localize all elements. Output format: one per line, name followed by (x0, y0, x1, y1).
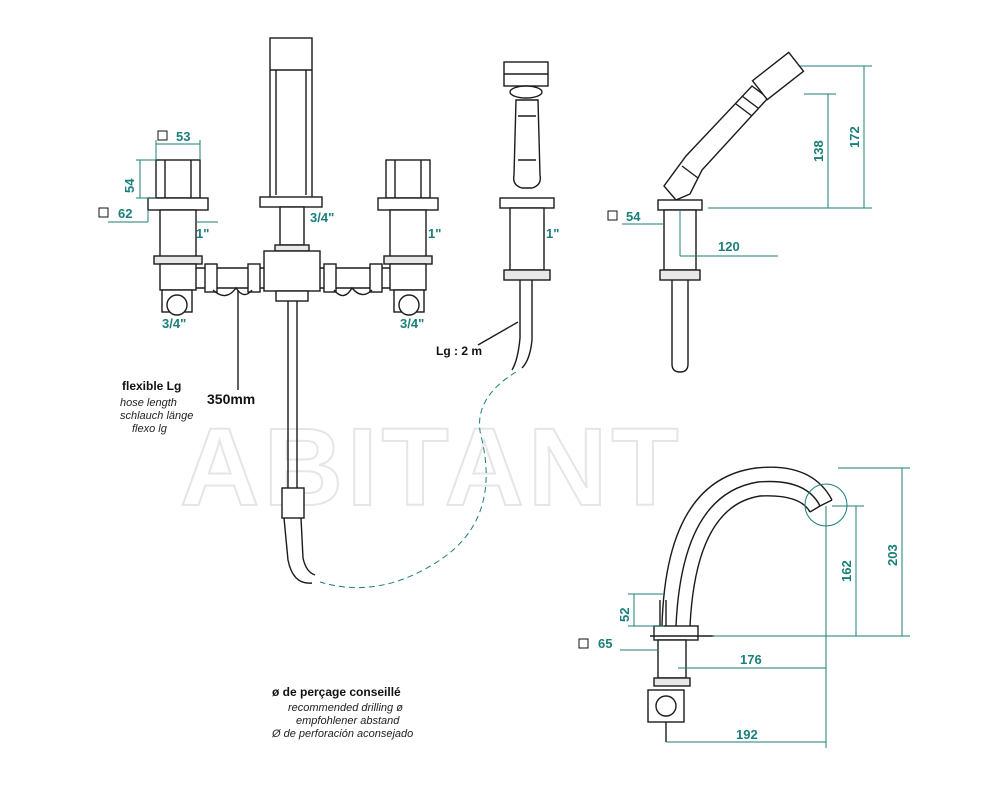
shower-side-dimensions: 138 172 54 120 (607, 65, 872, 257)
mixer-body (263, 250, 321, 292)
drilling-label: ø de perçage conseillé recommended drill… (271, 685, 413, 740)
inch-1-right: 1" (428, 226, 441, 241)
shower-side-view (657, 51, 805, 373)
dim-162: 162 (839, 560, 854, 582)
spout-side-dimensions: 52 65 176 162 203 192 (578, 467, 910, 748)
inch-34-bottom-left: 3/4" (162, 316, 186, 331)
spout-side-view (647, 466, 848, 742)
inch-1-shower: 1" (546, 226, 559, 241)
flexible-label: flexible Lg hose length schlauch länge f… (120, 379, 193, 435)
flexible-en: hose length (120, 397, 177, 409)
dim-54-top: 54 (122, 178, 137, 193)
right-handle (385, 159, 431, 199)
spout-arc (661, 466, 833, 627)
drill-en: recommended drilling ø (288, 702, 403, 714)
front-dimensions: 53 54 62 1" 3/4" 1" 3/4" 3/4" 350mm (98, 129, 441, 407)
dim-65: 65 (598, 636, 612, 651)
drill-es: Ø de perforación aconsejado (271, 728, 413, 740)
shower-side-head (751, 51, 805, 101)
flexible-es: flexo lg (132, 423, 168, 435)
drill-title: ø de perçage conseillé (272, 685, 401, 699)
left-handle (155, 159, 201, 199)
dim-62: 62 (118, 206, 132, 221)
flexible-title: flexible Lg (122, 379, 181, 393)
hose-dashed-curve (319, 371, 517, 589)
spout-body (269, 37, 313, 199)
dim-203: 203 (885, 544, 900, 566)
dim-52: 52 (617, 608, 632, 622)
dim-350mm: 350mm (207, 391, 255, 407)
front-view-mixer (147, 37, 439, 584)
drill-de: empfohlener abstand (296, 715, 400, 727)
dim-138: 138 (811, 140, 826, 162)
inch-1-left: 1" (196, 226, 209, 241)
shower-handset-front: 1" Lg : 2 m (436, 61, 559, 371)
dim-54-side: 54 (626, 209, 641, 224)
dim-172: 172 (847, 126, 862, 148)
dim-53: 53 (176, 129, 190, 144)
dim-192: 192 (736, 727, 758, 742)
inch-34-center: 3/4" (310, 210, 334, 225)
dim-120: 120 (718, 239, 740, 254)
shower-hose (287, 301, 298, 488)
inch-34-bottom-right: 3/4" (400, 316, 424, 331)
watermark: ABITANT (180, 406, 683, 529)
flexible-de: schlauch länge (120, 410, 193, 422)
spout-stem (279, 206, 305, 246)
length-2m: Lg : 2 m (436, 344, 482, 358)
dim-176: 176 (740, 652, 762, 667)
